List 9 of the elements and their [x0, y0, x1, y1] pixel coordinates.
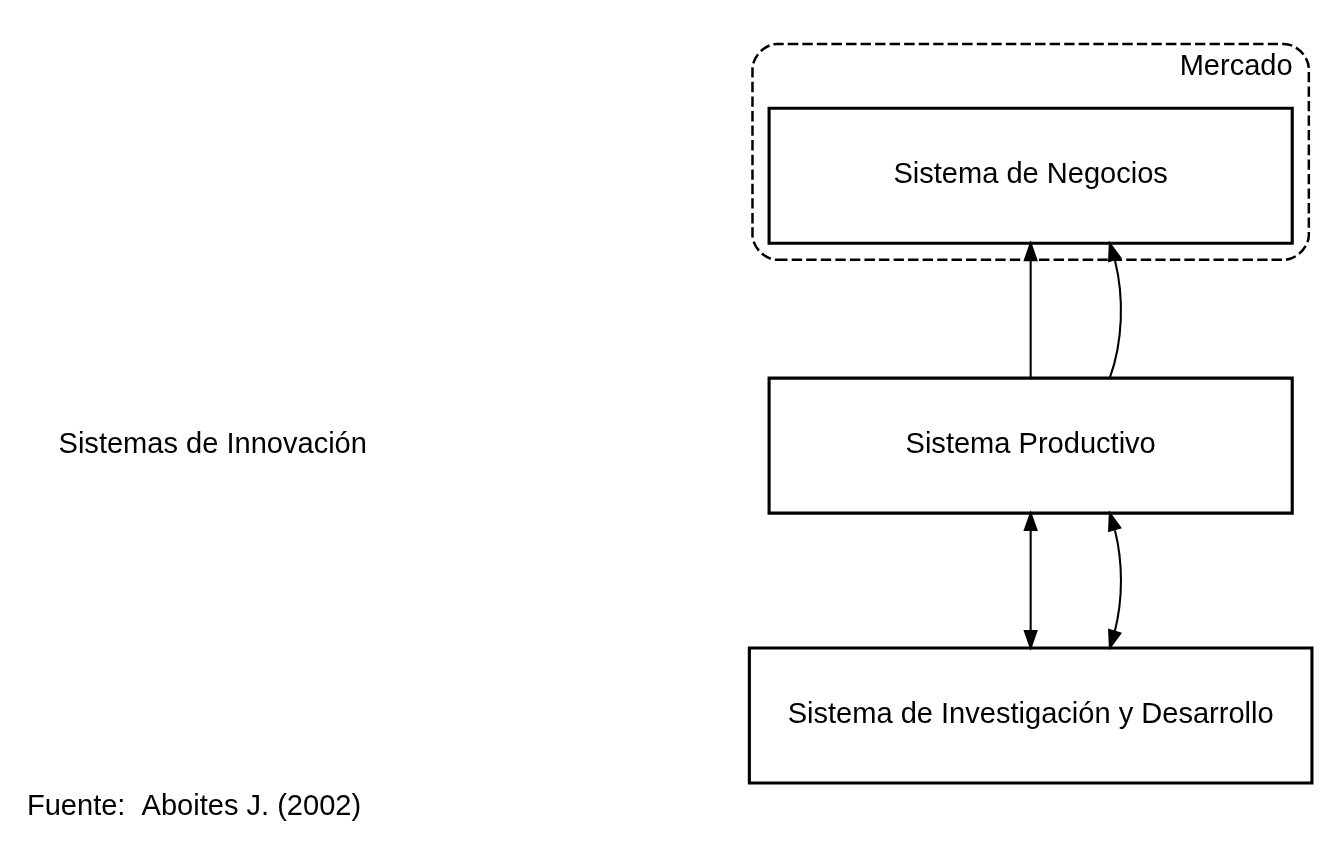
arrow: [1023, 509, 1038, 651]
arrow: [1023, 239, 1038, 378]
label: Sistemas de Innovación: [58, 426, 367, 459]
node-box: Sistema de Investigación y Desarrollo: [747, 645, 1314, 784]
node-box: Sistema Productivo: [767, 376, 1294, 515]
node-box: Sistema de Negocios: [767, 106, 1294, 245]
caption: Fuente: Aboites J. (2002): [26, 788, 362, 820]
arrow: [1108, 239, 1122, 378]
arrow: [1108, 509, 1122, 651]
